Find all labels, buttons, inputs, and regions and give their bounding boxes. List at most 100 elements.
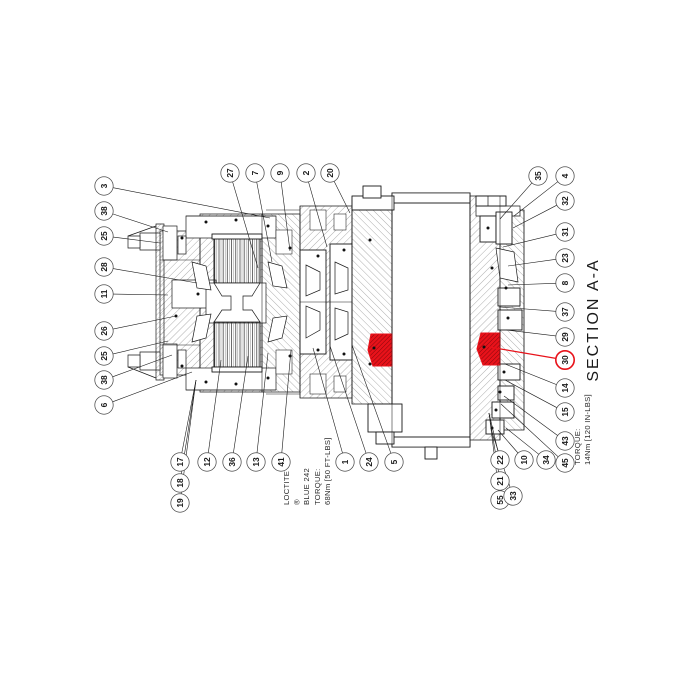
balloon-circle [197, 452, 217, 472]
balloon-number: 1 [340, 459, 350, 464]
balloon-24[interactable]: 24 [359, 452, 379, 472]
balloon-circle [320, 163, 340, 183]
leader-line-30 [488, 346, 557, 359]
balloon-41[interactable]: 41 [271, 452, 291, 472]
coil-pack-lower [211, 321, 263, 373]
balloon-9[interactable]: 9 [270, 163, 290, 183]
balloon-15[interactable]: 15 [555, 402, 575, 422]
balloon-21[interactable]: 21 [490, 471, 510, 491]
leader-line-25 [113, 236, 161, 244]
balloon-number: 14 [560, 383, 570, 393]
balloon-number: 15 [560, 407, 570, 417]
balloon-circle [170, 452, 190, 472]
balloon-circle [94, 395, 114, 415]
leader-line-13 [256, 352, 269, 453]
balloon-circle [555, 378, 575, 398]
balloon-1[interactable]: 1 [335, 452, 355, 472]
balloon-43[interactable]: 43 [555, 431, 575, 451]
balloon-45[interactable]: 45 [555, 453, 575, 473]
right-top-step [475, 195, 507, 207]
balloon-number: 41 [276, 457, 286, 467]
balloon-5[interactable]: 5 [384, 452, 404, 472]
balloon-circle [94, 226, 114, 246]
balloon-30-highlighted[interactable]: 30 [554, 349, 575, 370]
leader-line-9 [280, 182, 291, 252]
note-torque-center-line2: 68Nm [50 FT-LBS] [323, 437, 332, 505]
balloon-37[interactable]: 37 [555, 302, 575, 322]
balloon-number: 30 [560, 355, 570, 365]
balloon-circle [94, 346, 114, 366]
leader-line-14 [504, 363, 557, 385]
balloon-23[interactable]: 23 [555, 248, 575, 268]
leader-line-29 [505, 329, 556, 337]
balloon-25[interactable]: 25 [94, 346, 114, 366]
balloon-26[interactable]: 26 [94, 321, 114, 341]
leader-line-24 [329, 345, 367, 454]
balloon-number: 6 [99, 402, 109, 407]
balloon-3[interactable]: 3 [94, 176, 114, 196]
balloon-27[interactable]: 27 [220, 163, 240, 183]
balloon-17[interactable]: 17 [170, 452, 190, 472]
balloon-12[interactable]: 12 [197, 452, 217, 472]
balloon-22[interactable]: 22 [490, 450, 510, 470]
leader-line-17 [181, 379, 197, 454]
leader-line-38 [112, 354, 173, 378]
balloon-circle [490, 450, 510, 470]
balloon-number: 5 [389, 459, 399, 464]
leader-line-31 [502, 233, 557, 248]
balloon-2[interactable]: 2 [296, 163, 316, 183]
leader-line-27 [232, 181, 259, 269]
balloon-25[interactable]: 25 [94, 226, 114, 246]
balloon-7[interactable]: 7 [245, 163, 265, 183]
balloon-32[interactable]: 32 [555, 191, 575, 211]
balloon-8[interactable]: 8 [555, 273, 575, 293]
balloon-36[interactable]: 36 [222, 452, 242, 472]
balloon-14[interactable]: 14 [555, 378, 575, 398]
balloon-circle [94, 284, 114, 304]
balloon-number: 29 [560, 332, 570, 342]
balloon-circle [490, 471, 510, 491]
center-shaft-column [391, 192, 471, 460]
balloon-number: 7 [250, 170, 260, 175]
balloon-circle [555, 327, 575, 347]
leader-line-38 [112, 213, 169, 233]
balloon-number: 38 [99, 206, 109, 216]
balloon-34[interactable]: 34 [536, 450, 556, 470]
balloon-19[interactable]: 19 [170, 493, 190, 513]
balloon-6[interactable]: 6 [94, 395, 114, 415]
leader-line-10 [497, 429, 519, 454]
leader-line-25 [112, 340, 169, 355]
balloon-18[interactable]: 18 [170, 473, 190, 493]
balloon-circle [270, 163, 290, 183]
balloon-circle [514, 450, 534, 470]
balloon-13[interactable]: 13 [246, 452, 266, 472]
balloon-4[interactable]: 4 [555, 166, 575, 186]
top-cap [351, 185, 395, 211]
leader-line-45 [500, 403, 559, 458]
balloon-20[interactable]: 20 [320, 163, 340, 183]
balloon-28[interactable]: 28 [94, 257, 114, 277]
balloon-circle [554, 349, 575, 370]
balloon-circle [222, 452, 242, 472]
balloon-31[interactable]: 31 [555, 222, 575, 242]
balloon-33[interactable]: 33 [503, 486, 523, 506]
note-torque-center: TORQUE: 68Nm [50 FT-LBS] [313, 437, 332, 505]
balloon-35[interactable]: 35 [528, 166, 548, 186]
balloon-29[interactable]: 29 [555, 327, 575, 347]
balloon-38[interactable]: 38 [94, 370, 114, 390]
balloon-number: 9 [275, 170, 285, 175]
balloon-number: 25 [99, 351, 109, 361]
balloon-11[interactable]: 11 [94, 284, 114, 304]
balloon-number: 4 [560, 173, 570, 178]
balloon-number: 27 [225, 168, 235, 178]
balloon-number: 55 [495, 495, 505, 505]
leader-line-26 [112, 315, 177, 330]
balloon-circle [220, 163, 240, 183]
balloon-38[interactable]: 38 [94, 201, 114, 221]
leader-line-12 [208, 359, 222, 453]
balloon-number: 23 [560, 253, 570, 263]
note-torque-center-line1: TORQUE: [313, 468, 322, 505]
balloon-10[interactable]: 10 [514, 450, 534, 470]
